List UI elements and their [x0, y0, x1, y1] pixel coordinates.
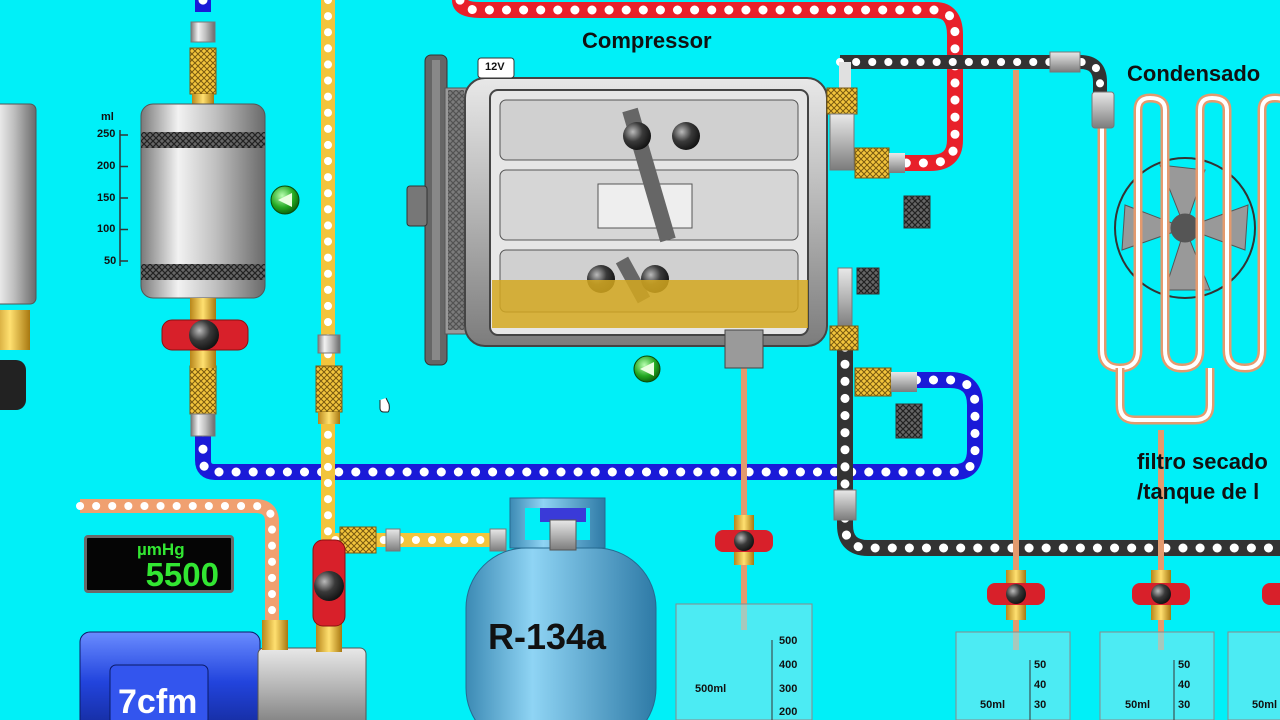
reservoir-valve[interactable] [162, 318, 248, 368]
beaker-tick-label: 200 [779, 706, 797, 718]
beaker-capacity-label: 50ml [1252, 699, 1277, 711]
beaker-capacity-label: 50ml [980, 699, 1005, 711]
oil-tick-label: 150 [97, 192, 115, 204]
drain-valve-2[interactable] [987, 570, 1045, 620]
vacuum-gauge-display: µmHg 5500 [84, 535, 234, 593]
beaker-tick-label: 50 [1178, 659, 1190, 671]
beaker-capacity-label: 50ml [1125, 699, 1150, 711]
beaker-50ml-b [1100, 632, 1214, 720]
filter-label-line1: filtro secado [1137, 449, 1268, 475]
oil-tick-label: 50 [104, 255, 116, 267]
oil-tick-label: 200 [97, 160, 115, 172]
beaker-tick-label: 300 [779, 683, 797, 695]
play-left-icon[interactable] [271, 186, 299, 214]
beaker-tick-label: 30 [1178, 699, 1190, 711]
beaker-tick-label: 40 [1178, 679, 1190, 691]
play-left-icon[interactable] [634, 356, 660, 382]
hand-cursor-icon [380, 398, 389, 412]
beaker-tick-label: 50 [1034, 659, 1046, 671]
beaker-50ml-a [956, 632, 1070, 720]
oil-tick-label: 100 [97, 223, 115, 235]
drain-valve-3[interactable] [1132, 570, 1190, 620]
filter-label-line2: /tanque de l [1137, 479, 1259, 505]
beaker-tick-label: 30 [1034, 699, 1046, 711]
oil-tick-label: 250 [97, 128, 115, 140]
condenser-label: Condensado [1127, 61, 1260, 87]
condenser [1092, 92, 1280, 420]
beaker-tick-label: 40 [1034, 679, 1046, 691]
compressor [407, 55, 827, 368]
drain-valve-1[interactable] [715, 515, 773, 565]
refrigerant-label: R-134a [488, 616, 606, 658]
charge-valve[interactable] [313, 540, 345, 630]
beaker-capacity-label: 500ml [695, 683, 726, 695]
vacuum-value: 5500 [146, 556, 219, 594]
compressor-label: Compressor [582, 28, 712, 54]
voltage-label: 12V [485, 61, 505, 73]
oil-reservoir [120, 22, 265, 436]
manifold-gauge [0, 104, 36, 410]
beaker-tick-label: 500 [779, 635, 797, 647]
oil-level [492, 280, 808, 328]
oil-unit-label: ml [101, 111, 114, 123]
drain-valve-4[interactable] [1262, 583, 1280, 605]
beaker-tick-label: 400 [779, 659, 797, 671]
pump-rating-label: 7cfm [118, 683, 197, 720]
